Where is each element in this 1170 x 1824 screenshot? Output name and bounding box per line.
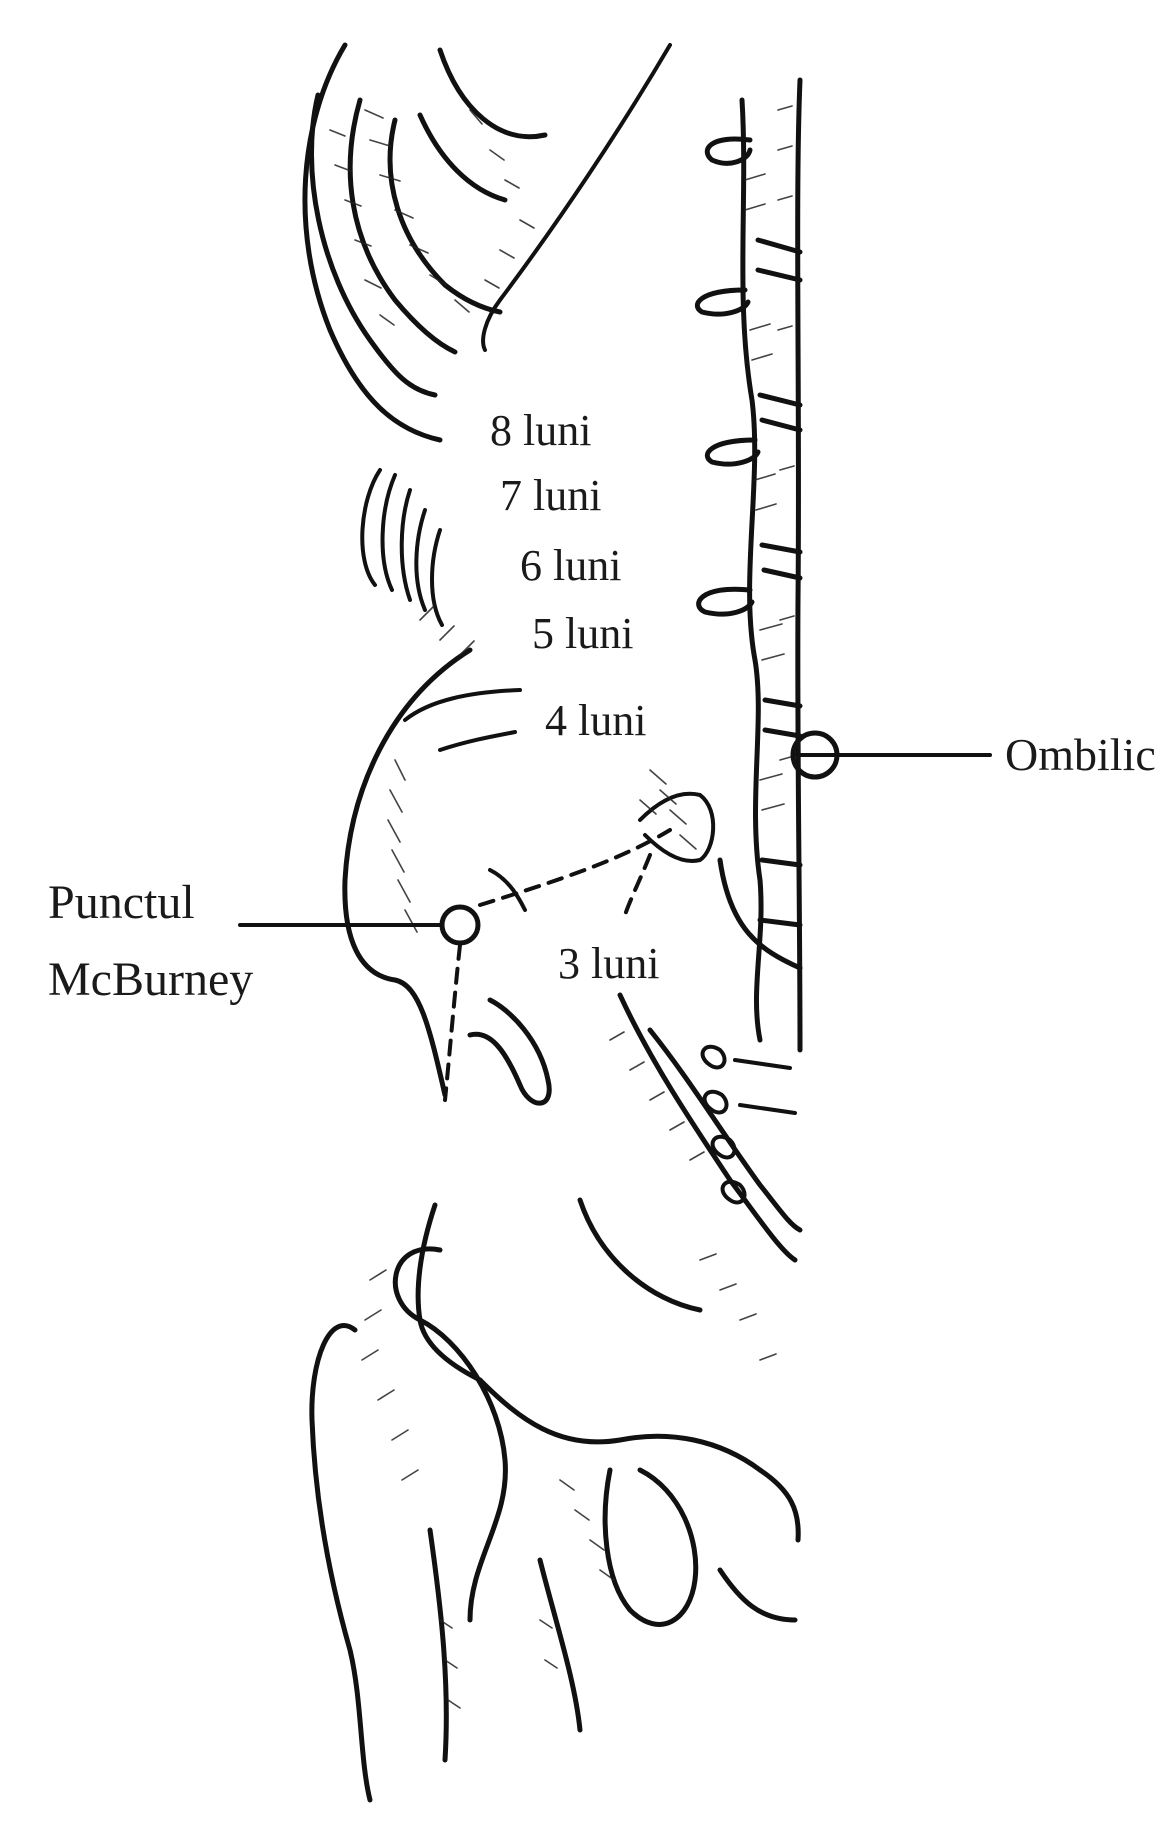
ombilic-label: Ombilic (1005, 729, 1156, 780)
spine (697, 80, 800, 1050)
pelvis (312, 995, 800, 1800)
month-label-6: 6 luni (520, 541, 621, 590)
mcburney-point-marker (442, 907, 478, 943)
month-label-7: 7 luni (500, 471, 601, 520)
ombilic (793, 733, 990, 777)
month-label-5: 5 luni (532, 609, 633, 658)
ribs (305, 45, 670, 440)
mcburney-label-line2: McBurney (48, 953, 253, 1006)
month-label-3: 3 luni (558, 939, 659, 988)
month-label-8: 8 luni (490, 406, 591, 455)
mcburney-label-line1: Punctul (48, 876, 195, 929)
mcburney-area (442, 770, 713, 1103)
month-labels: 8 luni 7 luni 6 luni 5 luni 4 luni 3 lun… (490, 406, 659, 988)
month-label-4: 4 luni (545, 696, 646, 745)
